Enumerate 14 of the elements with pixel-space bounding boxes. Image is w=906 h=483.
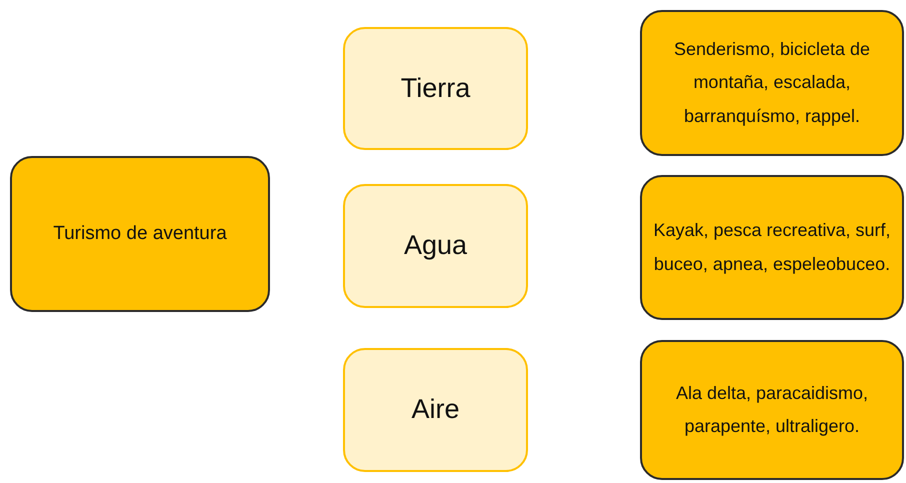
box-label: Kayak, pesca recreativa, surf, buceo, apnea, espeleobuceo. — [652, 219, 892, 276]
activities-box — [640, 175, 904, 320]
topic-box — [10, 156, 270, 312]
activities-box — [640, 340, 904, 480]
category-box — [343, 27, 528, 150]
box-label: Aire — [411, 393, 460, 426]
category-box — [343, 184, 528, 308]
box-label: Tierra — [400, 72, 470, 105]
box-label: Turismo de aventura — [53, 222, 227, 246]
box-label: Ala delta, paracaidismo, parapente, ultraligero. — [674, 382, 870, 438]
category-box — [343, 348, 528, 472]
box-label: Agua — [404, 229, 468, 262]
activities-box — [640, 10, 904, 156]
box-label: Senderismo, bicicleta de montaña, escalada, barranquísmo, rappel. — [672, 38, 872, 128]
